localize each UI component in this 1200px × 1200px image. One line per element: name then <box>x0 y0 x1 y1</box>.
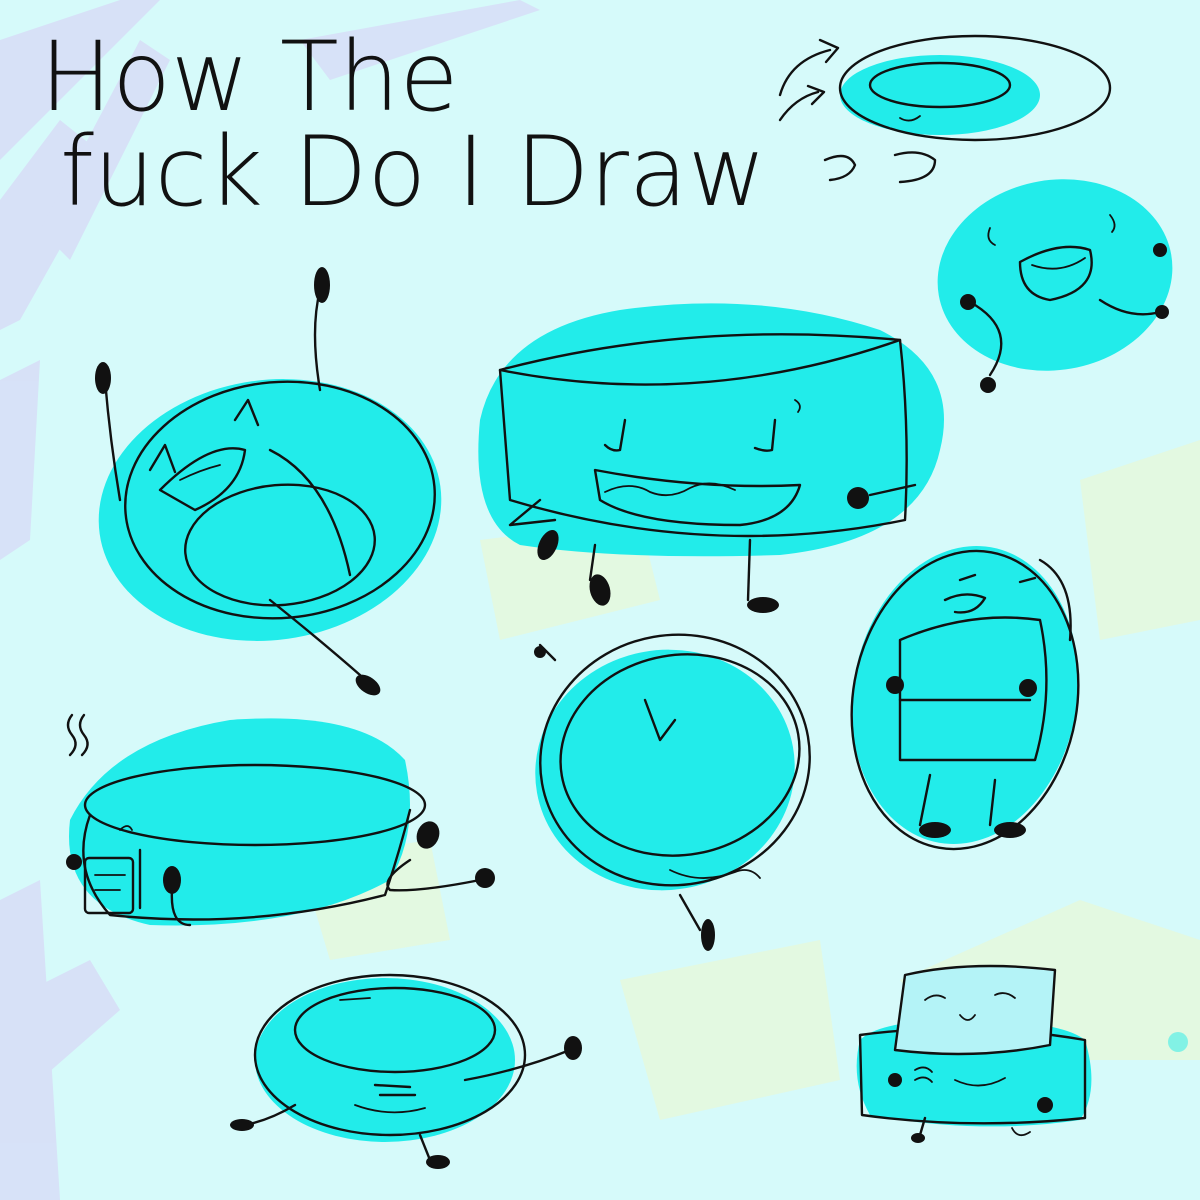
title-line-2: fuck Do I Draw <box>60 116 766 228</box>
title-line-1: How The <box>40 21 459 133</box>
bowl-character-center <box>534 633 811 951</box>
tall-oval-character-right <box>850 546 1080 851</box>
round-happy-character <box>937 179 1173 393</box>
laptop-character-bottom-right <box>856 964 1188 1143</box>
big-ring-character-left <box>95 267 442 696</box>
drum-character-center <box>478 303 944 613</box>
lying-drum-character-left <box>66 713 495 927</box>
flat-ring-character-top <box>778 34 1112 184</box>
ring-character-bottom <box>230 973 582 1169</box>
